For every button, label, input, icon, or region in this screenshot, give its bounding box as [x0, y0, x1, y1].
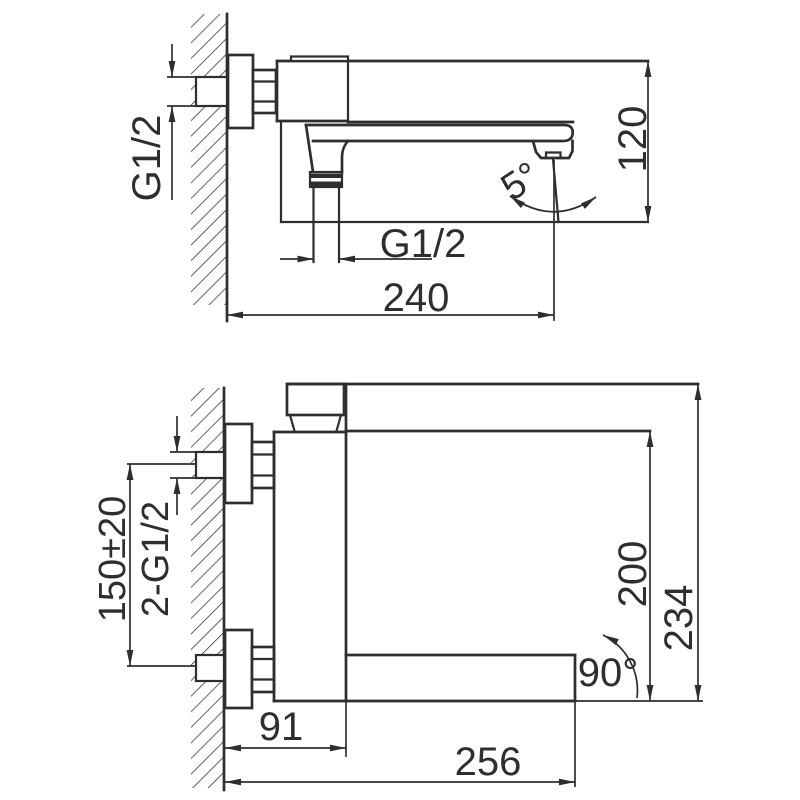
- hex-nut: [250, 440, 276, 490]
- wall-to-body-label: 91: [259, 705, 304, 749]
- wall-pipe-stub: [194, 450, 226, 480]
- handle-seam: [289, 55, 350, 63]
- wall-pipe-stub: [194, 653, 226, 683]
- spout-length-label: 200: [611, 541, 655, 608]
- connection-spacing-label: 150±20: [92, 496, 134, 623]
- wall-pipe-stub: [194, 75, 229, 108]
- plan-view: 90° 150±20 2-G1/2 200 234 91 256: [92, 382, 703, 792]
- wall-thread-label: G1/2: [125, 115, 169, 202]
- wall-hatch: [191, 388, 224, 788]
- connection-thread-label: 2-G1/2: [135, 501, 177, 617]
- shower-port-right-side: [340, 139, 350, 174]
- hex-nut: [250, 645, 276, 694]
- thread-band: [310, 181, 342, 186]
- spout-outline: [304, 123, 575, 143]
- spout-nozzle: [531, 139, 574, 160]
- total-projection-label: 256: [455, 740, 522, 784]
- outlet-thread-label: G1/2: [380, 222, 467, 266]
- escutcheon-plate: [223, 422, 254, 505]
- overall-length-label: 234: [657, 585, 701, 652]
- knob-seam: [288, 413, 296, 433]
- escutcheon-plate: [223, 628, 254, 710]
- angle-arc-5: [509, 195, 597, 213]
- hex-nut: [251, 68, 278, 115]
- overall-height-label: 120: [611, 106, 655, 173]
- side-view: 5° G1/2 G1/2 120 240: [125, 12, 655, 323]
- escutcheon-plate: [226, 53, 255, 130]
- angle-arc-90: [602, 634, 639, 699]
- handle-knob: [285, 382, 346, 417]
- swivel-angle-label: 90°: [578, 651, 639, 695]
- thread-band: [310, 173, 342, 178]
- aerator-outlet: [544, 151, 562, 160]
- knob-seam: [335, 413, 343, 433]
- spout-left-slant: [304, 123, 315, 174]
- wall-hatch: [191, 14, 227, 305]
- spout-reach-label: 240: [383, 276, 450, 320]
- spout-tilt-angle-label: 5°: [494, 154, 547, 209]
